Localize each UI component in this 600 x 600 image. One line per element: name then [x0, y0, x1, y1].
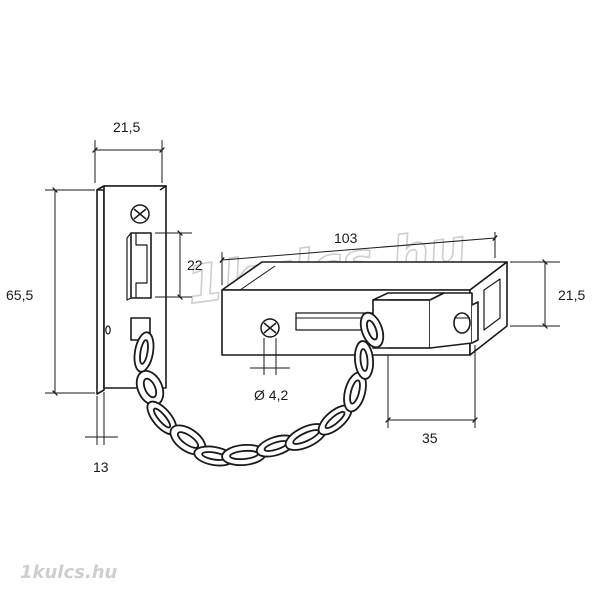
- watermark-corner: 1kulcs.hu: [20, 562, 118, 583]
- dim-plate-width: 21,5: [113, 119, 140, 135]
- plate-screw-icon: [130, 204, 150, 224]
- chain: [133, 311, 385, 467]
- dim-slot-height: 22: [187, 257, 203, 273]
- dim-rail-height: 21,5: [558, 287, 585, 303]
- dim-carriage-width: 35: [422, 430, 438, 446]
- dimension-lines: [45, 140, 560, 445]
- rail-screw-icon: [260, 318, 280, 338]
- dim-rail-length: 103: [334, 230, 358, 246]
- dim-plate-height: 65,5: [6, 287, 33, 303]
- slider-carriage: [372, 292, 479, 349]
- dim-plate-depth: 13: [93, 459, 109, 475]
- dim-hole-diameter: Ø 4,2: [254, 387, 288, 403]
